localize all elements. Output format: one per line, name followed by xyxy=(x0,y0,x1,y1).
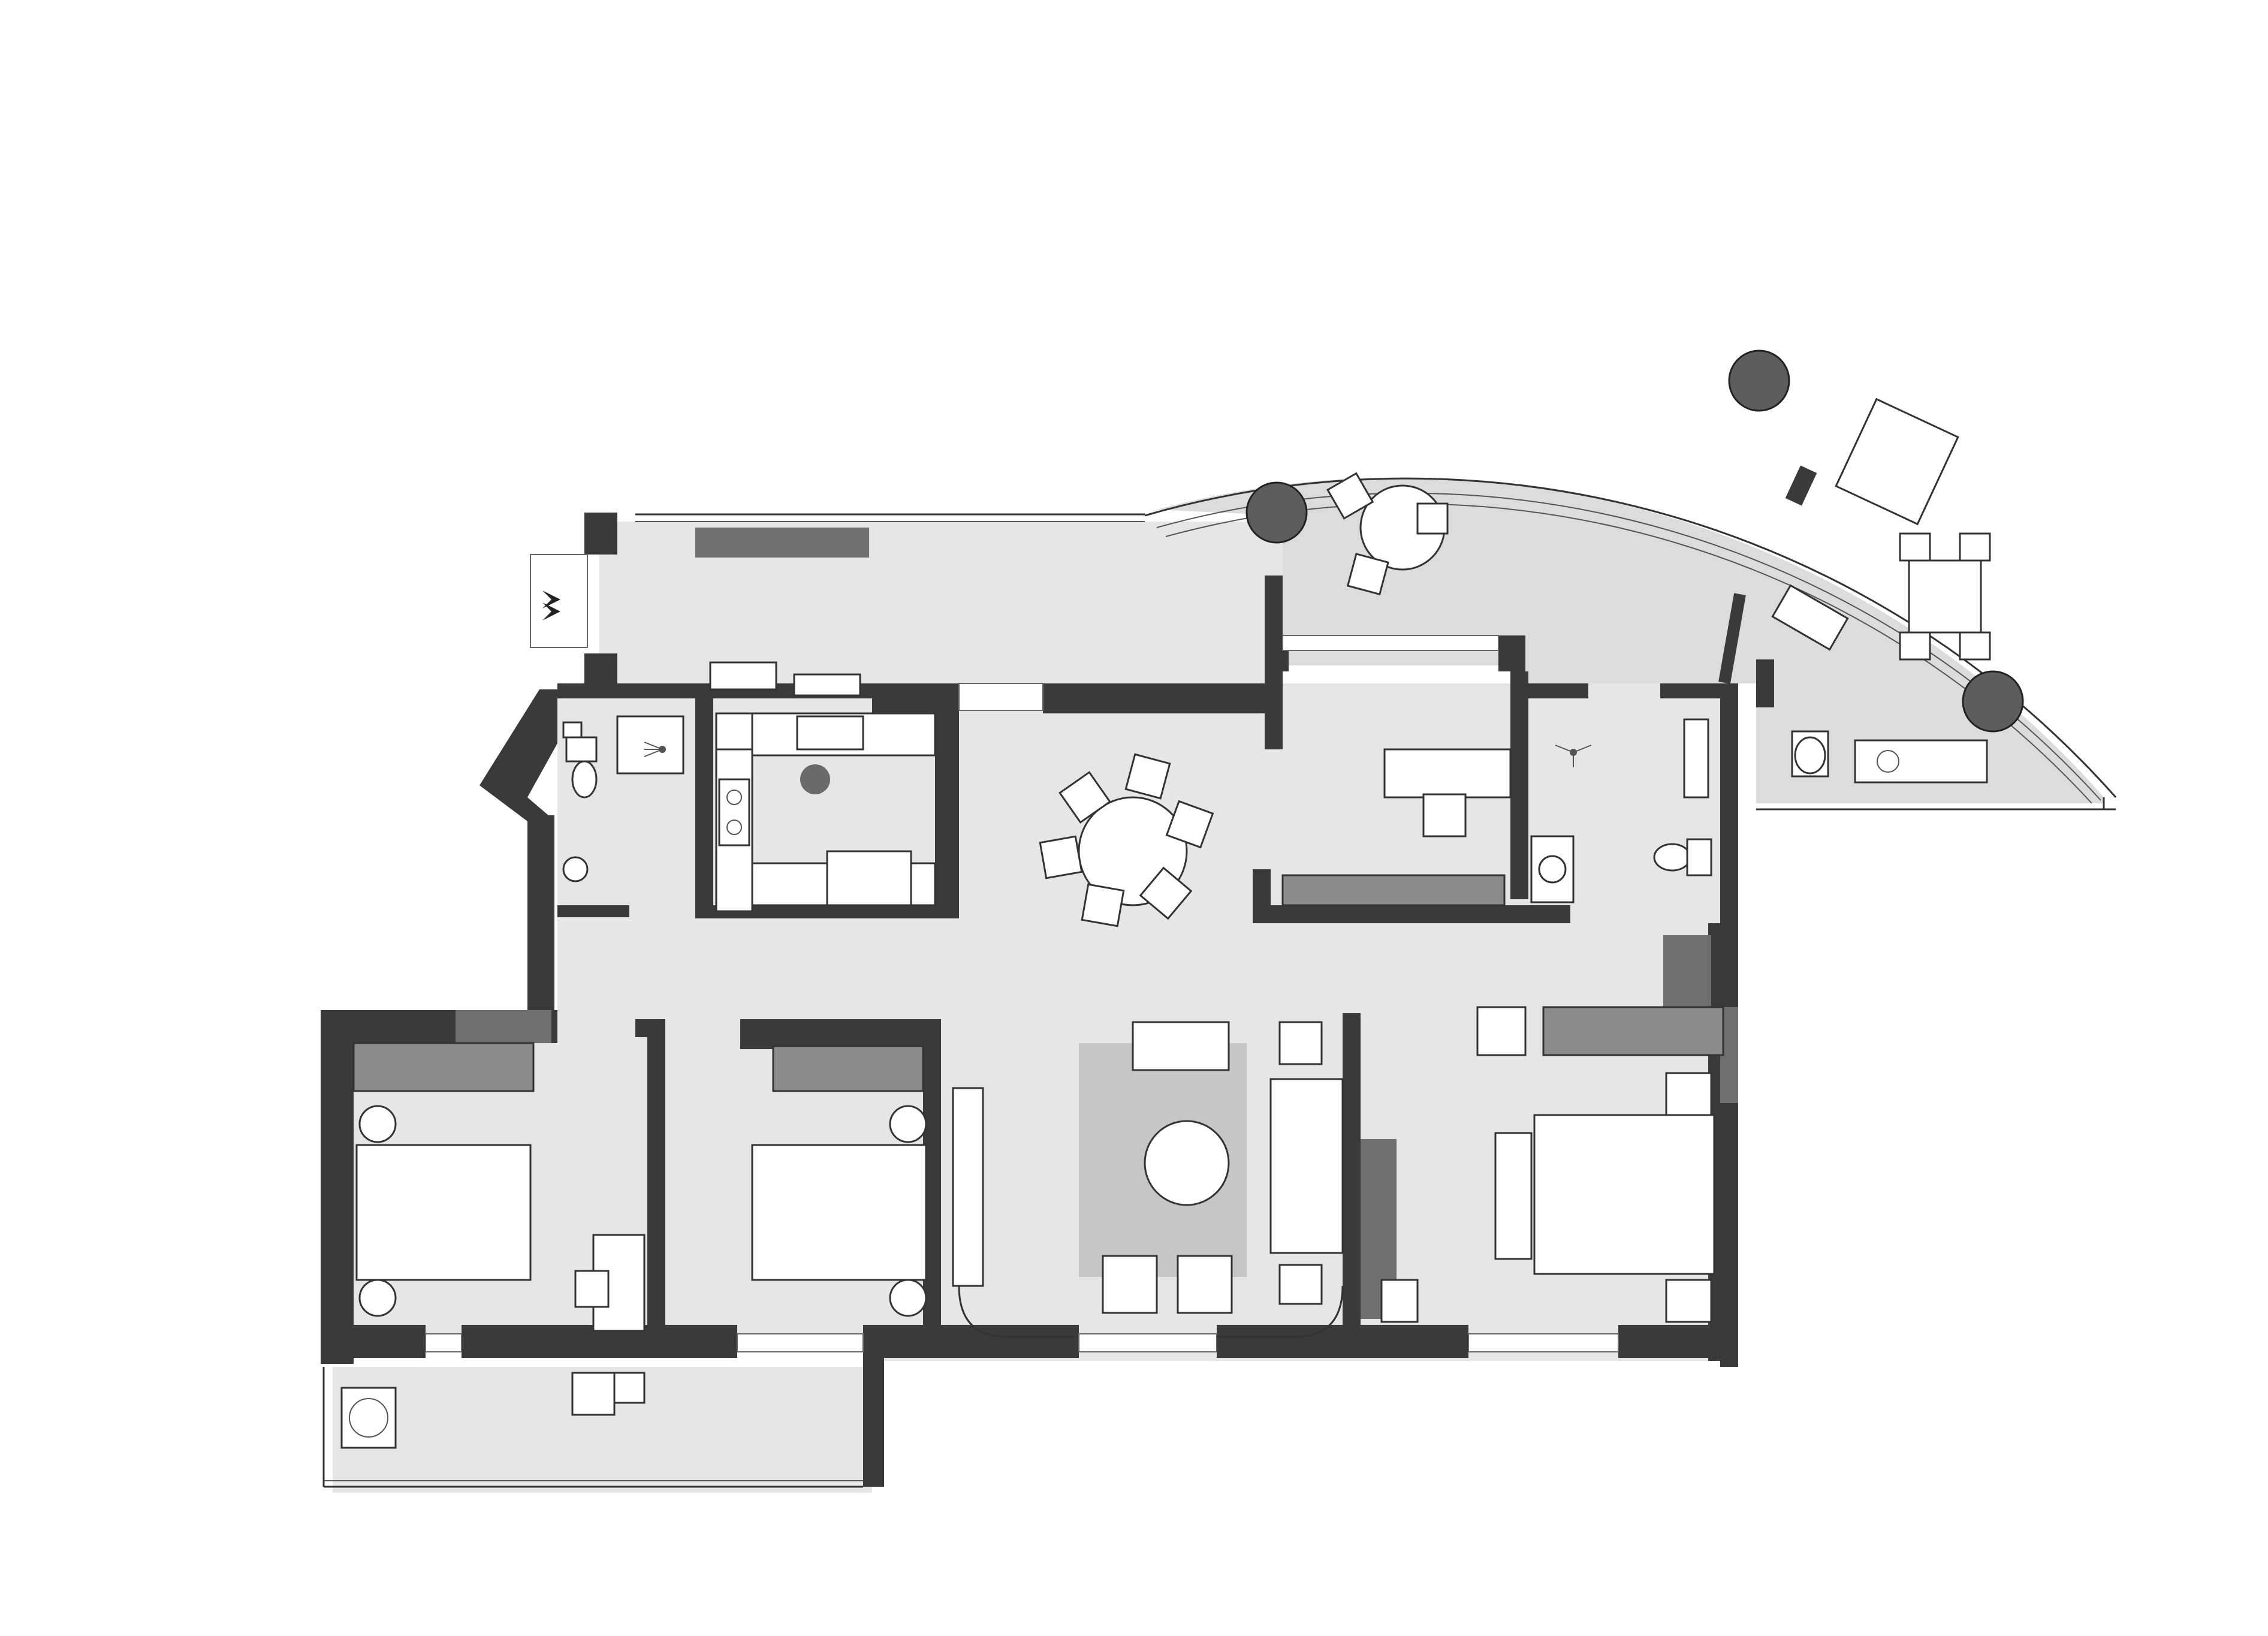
square-table xyxy=(1908,559,1982,634)
washing-machine-icon xyxy=(340,1387,397,1449)
bedroom-left xyxy=(352,1042,646,1332)
sun-lounger xyxy=(1771,584,1849,651)
lounger xyxy=(1835,397,1959,526)
bedroom-middle xyxy=(751,1045,984,1317)
armchair xyxy=(1102,1255,1158,1314)
partitions xyxy=(456,528,1738,1319)
wardrobe xyxy=(772,1045,924,1092)
armchair xyxy=(1177,1255,1233,1314)
bathroom-left xyxy=(562,715,684,882)
toilet-icon xyxy=(1653,843,1691,872)
sink-icon xyxy=(1538,855,1567,884)
shower xyxy=(616,715,684,775)
bottom-balcony xyxy=(322,1358,884,1488)
bedroom-right xyxy=(1380,1006,1724,1323)
bench xyxy=(1494,1132,1533,1260)
sink-icon xyxy=(1854,739,1988,784)
fridge xyxy=(826,850,912,906)
sink-icon xyxy=(571,1372,616,1416)
stove-icon xyxy=(718,778,750,846)
toilet-icon xyxy=(1794,736,1826,775)
wardrobe xyxy=(352,1042,535,1092)
bed xyxy=(1533,1114,1715,1275)
planter xyxy=(1728,350,1790,412)
tv-console xyxy=(1132,1021,1230,1071)
dining-area xyxy=(1039,753,1214,927)
terrace-furniture xyxy=(1245,350,2024,784)
shower-icon xyxy=(1555,745,1592,767)
office-storage xyxy=(1281,874,1506,906)
entrance[interactable] xyxy=(530,554,588,648)
bed xyxy=(751,1144,927,1281)
office-desk xyxy=(1383,748,1512,799)
planter xyxy=(1245,481,1308,544)
coffee-table xyxy=(1144,1120,1230,1206)
office-chair xyxy=(1422,793,1467,837)
sink-icon xyxy=(562,856,589,882)
kitchen xyxy=(709,661,936,912)
bed xyxy=(355,1144,532,1281)
sink-icon xyxy=(796,715,864,751)
living-room xyxy=(958,1021,1344,1338)
planter xyxy=(1962,670,2024,733)
windows xyxy=(425,683,1619,1352)
office xyxy=(1281,635,1512,906)
bathroom-right xyxy=(1530,718,1712,903)
entrance-arrow-icon xyxy=(542,590,560,608)
sofa xyxy=(1269,1078,1344,1254)
walls xyxy=(321,513,1738,1367)
shower-icon xyxy=(644,742,666,757)
wardrobe xyxy=(1542,1006,1724,1056)
dining-chairs xyxy=(1039,753,1214,927)
toilet-icon xyxy=(571,760,598,799)
